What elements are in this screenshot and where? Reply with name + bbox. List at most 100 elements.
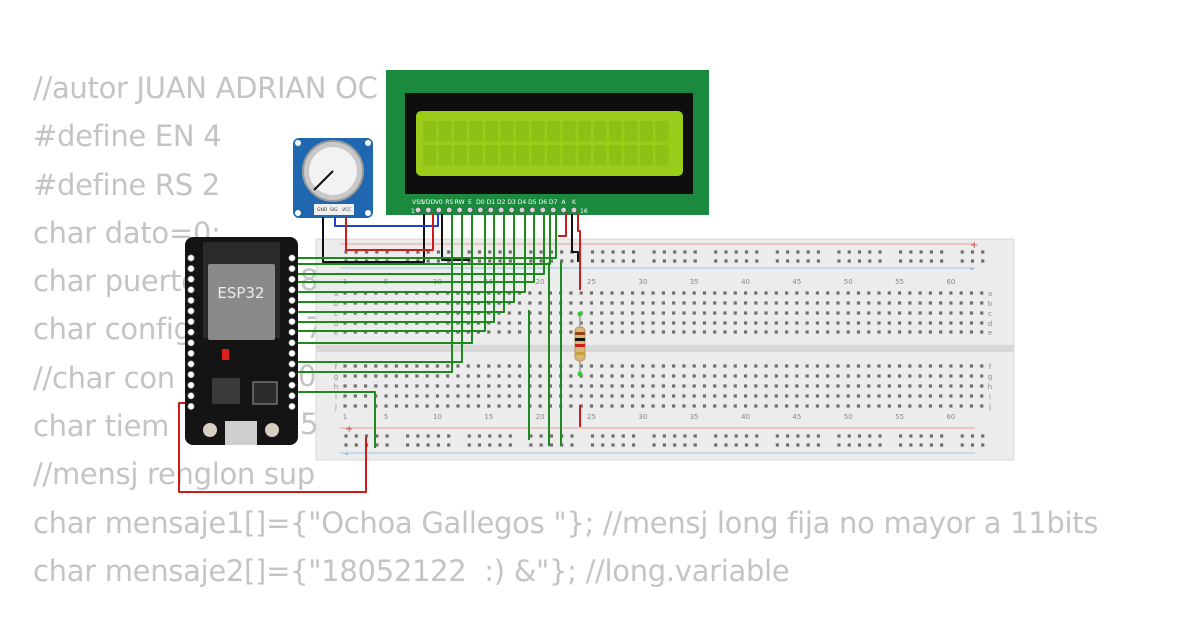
lcd-cell <box>469 145 483 165</box>
breadboard-hole <box>538 394 542 398</box>
breadboard-hole <box>611 250 615 254</box>
breadboard-hole <box>743 311 748 315</box>
breadboard-hole <box>549 434 553 438</box>
mounting-hole <box>295 210 301 216</box>
breadboard-hole <box>436 250 441 254</box>
breadboard-hole <box>754 384 758 388</box>
code-line: //mensj renglon sup <box>33 457 315 492</box>
breadboard-hole <box>754 301 758 305</box>
esp32-board[interactable]: ESP32 <box>185 237 298 445</box>
breadboard-hole <box>836 364 840 368</box>
breadboard-hole <box>600 291 604 295</box>
breadboard-hole <box>764 394 768 398</box>
lcd-cell <box>469 121 483 141</box>
resistor[interactable] <box>574 311 586 377</box>
breadboard-hole <box>456 404 460 408</box>
esp32-pin <box>288 402 296 410</box>
breadboard-hole <box>826 384 830 388</box>
column-number: 10 <box>433 413 442 421</box>
breadboard[interactable]: + - + - 11551010151520202525303035354040… <box>315 238 1015 461</box>
breadboard-hole <box>406 434 410 438</box>
breadboard-hole <box>806 443 810 447</box>
lcd-pin <box>414 206 422 214</box>
breadboard-hole <box>560 250 564 254</box>
esp32-pin-headers <box>187 254 296 410</box>
lcd-cell <box>423 145 436 165</box>
breadboard-hole <box>487 330 491 334</box>
breadboard-hole <box>785 394 789 398</box>
breadboard-hole <box>702 384 707 388</box>
breadboard-hole <box>744 434 749 438</box>
breadboard-hole <box>569 291 573 295</box>
breadboard-hole <box>836 291 840 295</box>
breadboard-hole <box>867 374 871 378</box>
wire-d4 <box>298 214 535 283</box>
breadboard-hole <box>868 259 872 263</box>
breadboard-hole <box>415 364 419 368</box>
breadboard-hole <box>354 250 358 254</box>
breadboard-hole <box>548 364 552 368</box>
breadboard-hole <box>692 404 696 408</box>
wire-vin <box>178 402 367 493</box>
breadboard-hole <box>673 443 677 447</box>
breadboard-hole <box>795 364 799 368</box>
breadboard-hole <box>497 404 501 408</box>
breadboard-hole <box>528 291 532 295</box>
breadboard-hole <box>805 330 809 334</box>
breadboard-hole <box>426 434 430 438</box>
breadboard-hole <box>857 434 862 438</box>
column-number: 20 <box>536 413 545 421</box>
esp32-pin <box>288 254 296 262</box>
breadboard-hole <box>713 364 717 368</box>
esp32-boot-button[interactable] <box>265 423 279 437</box>
breadboard-hole <box>734 259 738 263</box>
breadboard-hole <box>826 394 830 398</box>
esp32-en-button[interactable] <box>203 423 217 437</box>
breadboard-hole <box>919 443 923 447</box>
breadboard-hole <box>569 394 573 398</box>
esp32-pin <box>288 307 296 315</box>
breadboard-hole <box>672 321 676 325</box>
breadboard-hole <box>651 291 655 295</box>
breadboard-hole <box>610 394 614 398</box>
breadboard-hole <box>620 364 624 368</box>
breadboard-hole <box>569 384 573 388</box>
breadboard-hole <box>682 311 686 315</box>
breadboard-hole <box>846 364 850 368</box>
breadboard-hole <box>949 374 953 378</box>
breadboard-hole <box>786 250 790 254</box>
breadboard-hole <box>939 311 943 315</box>
breadboard-hole <box>877 321 881 325</box>
breadboard-hole <box>764 374 768 378</box>
breadboard-hole <box>908 404 912 408</box>
breadboard-hole <box>384 384 388 388</box>
breadboard-hole <box>826 321 830 325</box>
breadboard-hole <box>487 394 491 398</box>
breadboard-hole <box>579 321 583 325</box>
breadboard-hole <box>856 330 861 334</box>
breadboard-hole <box>375 250 379 254</box>
breadboard-hole <box>467 443 471 447</box>
breadboard-hole <box>498 259 502 263</box>
breadboard-hole <box>856 374 861 378</box>
breadboard-hole <box>641 394 645 398</box>
breadboard-hole <box>661 291 665 295</box>
potentiometer[interactable]: GND SIG VCC <box>293 138 373 218</box>
lcd-pin-label: V0 <box>435 199 443 206</box>
breadboard-hole <box>692 291 696 295</box>
breadboard-hole <box>384 394 388 398</box>
breadboard-hole <box>723 321 727 325</box>
breadboard-hole <box>969 291 974 295</box>
breadboard-hole <box>375 443 379 447</box>
row-letter: a <box>334 290 338 298</box>
lcd-screen <box>416 111 683 176</box>
breadboard-hole <box>723 301 727 305</box>
breadboard-hole <box>630 384 635 388</box>
breadboard-hole <box>661 311 665 315</box>
breadboard-hole <box>796 259 800 263</box>
breadboard-hole <box>929 259 933 263</box>
breadboard-hole <box>497 364 501 368</box>
breadboard-hole <box>877 404 881 408</box>
